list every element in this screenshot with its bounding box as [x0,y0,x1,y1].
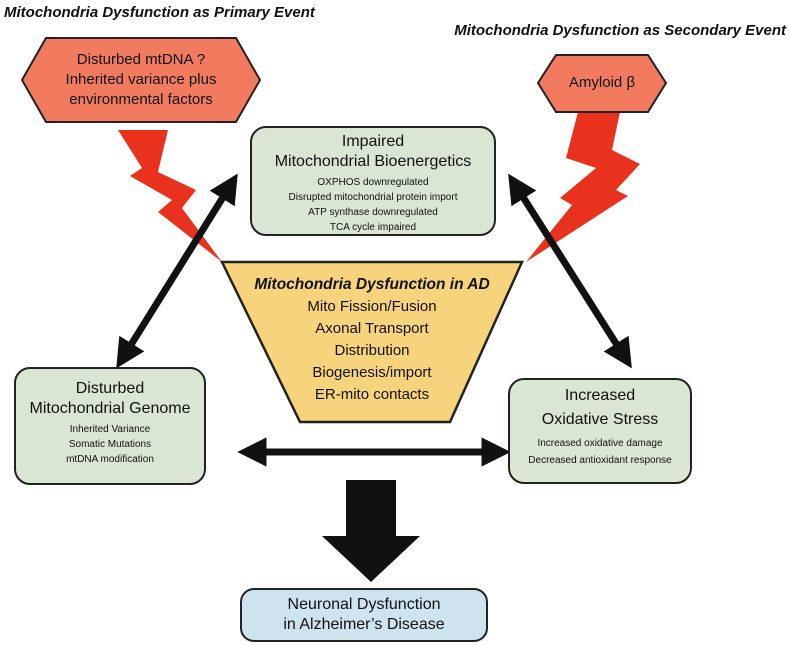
left-lightning-bolt [118,130,222,262]
center-item: Distribution [334,342,410,359]
oxidative-stress-box: Increased Oxidative Stress Increased oxi… [508,378,692,484]
left-hexagon [20,37,262,123]
box-item: mtDNA modification [66,454,154,465]
right-lightning-bolt [526,112,640,262]
center-text: Mitochondria Dysfunction in AD Mito Fiss… [222,274,522,406]
box-title: Mitochondrial Bioenergetics [274,153,472,170]
outcome-line: in Alzheimer’s Disease [283,616,445,633]
box-title: Disturbed [75,380,145,397]
arrow-bioenergetics-genome [116,173,238,369]
outcome-box: Neuronal Dysfunction in Alzheimer’s Dise… [240,588,488,642]
right-hexagon [536,54,668,113]
right-hexagon-text: Amyloid β [568,74,636,91]
outcome-line: Neuronal Dysfunction [287,596,441,613]
hexagon-line: Inherited variance plus [65,71,217,88]
box-item: OXPHOS downregulated [317,177,429,188]
box-title: Impaired [341,133,405,150]
box-item: Decreased antioxidant response [528,455,672,466]
heading-primary-event: Mitochondria Dysfunction as Primary Even… [4,4,315,21]
box-item: Somatic Mutations [68,439,152,450]
center-item: Axonal Transport [315,320,429,337]
center-item: ER-mito contacts [314,386,430,403]
center-trapezoid [220,260,524,424]
box-item: Disrupted mitochondrial protein import [288,192,458,203]
box-item: TCA cycle impaired [329,222,417,233]
box-item: Inherited Variance [69,424,151,435]
bioenergetics-box: Impaired Mitochondrial Bioenergetics OXP… [250,126,496,236]
down-arrow [322,480,420,582]
hexagon-line: Disturbed mtDNA ? [76,51,206,68]
box-item: Increased oxidative damage [537,438,663,449]
box-title: Mitochondrial Genome [29,400,191,417]
center-item: Mito Fission/Fusion [307,298,437,315]
box-title: Increased [564,387,636,404]
box-title: Oxidative Stress [541,411,659,428]
hexagon-line: environmental factors [69,91,213,108]
arrow-bioenergetics-oxidative [508,173,632,369]
box-item: ATP synthase downregulated [308,207,438,218]
genome-box: Disturbed Mitochondrial Genome Inherited… [14,367,206,485]
heading-secondary-event: Mitochondria Dysfunction as Secondary Ev… [454,22,786,39]
left-hexagon-text: Disturbed mtDNA ? Inherited variance plu… [28,50,254,110]
center-item: Biogenesis/import [312,364,432,381]
center-title: Mitochondria Dysfunction in AD [254,276,490,293]
